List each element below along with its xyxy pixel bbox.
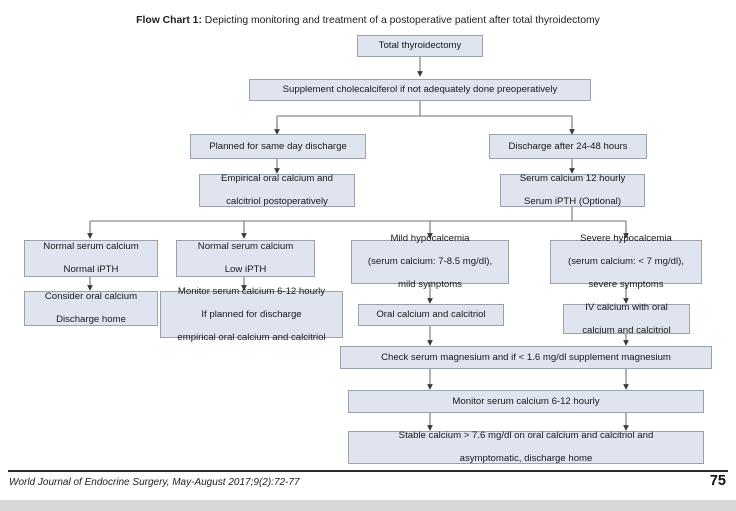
node-label-line1: Severe hypocalcemia	[580, 233, 672, 245]
node-label: Consider oral calcium Discharge home	[29, 291, 153, 326]
page-title: Flow Chart 1: Depicting monitoring and t…	[0, 14, 736, 28]
footer-divider	[8, 470, 728, 472]
node-label: Serum calcium 12 hourly Serum iPTH (Opti…	[505, 173, 640, 208]
node-stable-calcium-discharge[interactable]: Stable calcium > 7.6 mg/dl on oral calci…	[348, 430, 704, 465]
node-label-line2: Discharge home	[56, 314, 126, 326]
node-label: Severe hypocalcemia (serum calcium: < 7 …	[555, 233, 697, 291]
node-label: Supplement cholecalciferol if not adequa…	[282, 84, 558, 96]
node-label-line1: Monitor serum calcium 6-12 hourly	[177, 285, 326, 297]
node-label-line1: Consider oral calcium	[44, 291, 138, 303]
node-label: Empirical oral calcium and calcitriol po…	[204, 173, 350, 208]
node-serum-calcium-12-hourly[interactable]: Serum calcium 12 hourly Serum iPTH (Opti…	[500, 173, 645, 208]
node-label: Total thyroidectomy	[378, 40, 462, 52]
node-label-line3: severe symptoms	[588, 279, 664, 291]
node-label-line2: Low iPTH	[224, 264, 267, 276]
node-severe-hypocalcemia[interactable]: Severe hypocalcemia (serum calcium: < 7 …	[550, 233, 702, 290]
node-empirical-oral-calcium[interactable]: Empirical oral calcium and calcitriol po…	[199, 173, 355, 208]
node-label: Monitor serum calcium 6-12 hourly	[452, 395, 600, 407]
node-label-line2: If planned for discharge	[201, 308, 302, 320]
node-label-line1: Stable calcium > 7.6 mg/dl on oral calci…	[398, 430, 654, 442]
node-label-line1: Mild hypocalcemia	[390, 233, 470, 245]
node-label-line1: Normal serum calcium	[43, 241, 139, 253]
node-oral-calcium-and-calcitriol[interactable]: Oral calcium and calcitriol	[358, 304, 504, 326]
node-label: Normal serum calcium Normal iPTH	[29, 241, 153, 276]
node-label-line2: (serum calcium: 7-8.5 mg/dl),	[367, 256, 493, 268]
node-label-line2: (serum calcium: < 7 mg/dl),	[568, 256, 684, 268]
node-label: IV calcium with oral calcium and calcitr…	[568, 302, 685, 337]
node-label: Mild hypocalcemia (serum calcium: 7-8.5 …	[356, 233, 504, 291]
node-normal-calcium-low-ipth[interactable]: Normal serum calcium Low iPTH	[176, 240, 315, 277]
figure-label: Flow Chart 1:	[136, 15, 202, 26]
node-check-serum-magnesium[interactable]: Check serum magnesium and if < 1.6 mg/dl…	[340, 346, 712, 369]
node-label-line2: Serum iPTH (Optional)	[523, 196, 622, 208]
node-label-line2: asymptomatic, discharge home	[459, 453, 593, 465]
node-label: Monitor serum calcium 6-12 hourly If pla…	[165, 286, 338, 344]
flowchart-edges	[87, 57, 629, 431]
node-monitor-serum-calcium[interactable]: Monitor serum calcium 6-12 hourly	[348, 390, 704, 413]
node-label: Oral calcium and calcitriol	[376, 309, 486, 321]
footer-band	[0, 500, 736, 511]
node-monitor-calcium-if-discharge[interactable]: Monitor serum calcium 6-12 hourly If pla…	[160, 286, 343, 343]
node-label-line3: mild symptoms	[398, 279, 462, 291]
node-consider-oral-calcium[interactable]: Consider oral calcium Discharge home	[24, 291, 158, 326]
figure-caption: Depicting monitoring and treatment of a …	[201, 15, 600, 26]
page-number: 75	[709, 473, 726, 489]
node-label: Normal serum calcium Low iPTH	[181, 241, 310, 276]
node-label-line2: calcitriol postoperatively	[226, 196, 328, 208]
node-discharge-after-24-48-hours[interactable]: Discharge after 24-48 hours	[489, 134, 647, 159]
node-normal-calcium-normal-ipth[interactable]: Normal serum calcium Normal iPTH	[24, 240, 158, 277]
node-label-line1: Normal serum calcium	[197, 241, 294, 253]
node-label: Stable calcium > 7.6 mg/dl on oral calci…	[353, 430, 699, 465]
node-mild-hypocalcemia[interactable]: Mild hypocalcemia (serum calcium: 7-8.5 …	[351, 233, 509, 290]
node-label: Planned for same day discharge	[209, 140, 347, 152]
node-supplement-cholecalciferol[interactable]: Supplement cholecalciferol if not adequa…	[249, 79, 591, 101]
node-label-line1: Empirical oral calcium and	[221, 173, 333, 185]
node-label-line3: empirical oral calcium and calcitriol	[177, 331, 326, 343]
node-label: Discharge after 24-48 hours	[508, 140, 628, 152]
footer-citation: World Journal of Endocrine Surgery, May-…	[9, 477, 300, 488]
node-label-line2: calcium and calcitriol	[582, 324, 671, 336]
node-planned-same-day-discharge[interactable]: Planned for same day discharge	[190, 134, 366, 159]
node-iv-calcium-with-oral[interactable]: IV calcium with oral calcium and calcitr…	[563, 302, 690, 337]
node-total-thyroidectomy[interactable]: Total thyroidectomy	[357, 35, 483, 57]
flowchart: Total thyroidectomy Supplement cholecalc…	[24, 35, 712, 465]
node-label-line1: IV calcium with oral	[585, 301, 668, 313]
node-label-line1: Serum calcium 12 hourly	[519, 173, 626, 185]
node-label: Check serum magnesium and if < 1.6 mg/dl…	[381, 351, 671, 363]
node-label-line2: Normal iPTH	[63, 264, 119, 276]
